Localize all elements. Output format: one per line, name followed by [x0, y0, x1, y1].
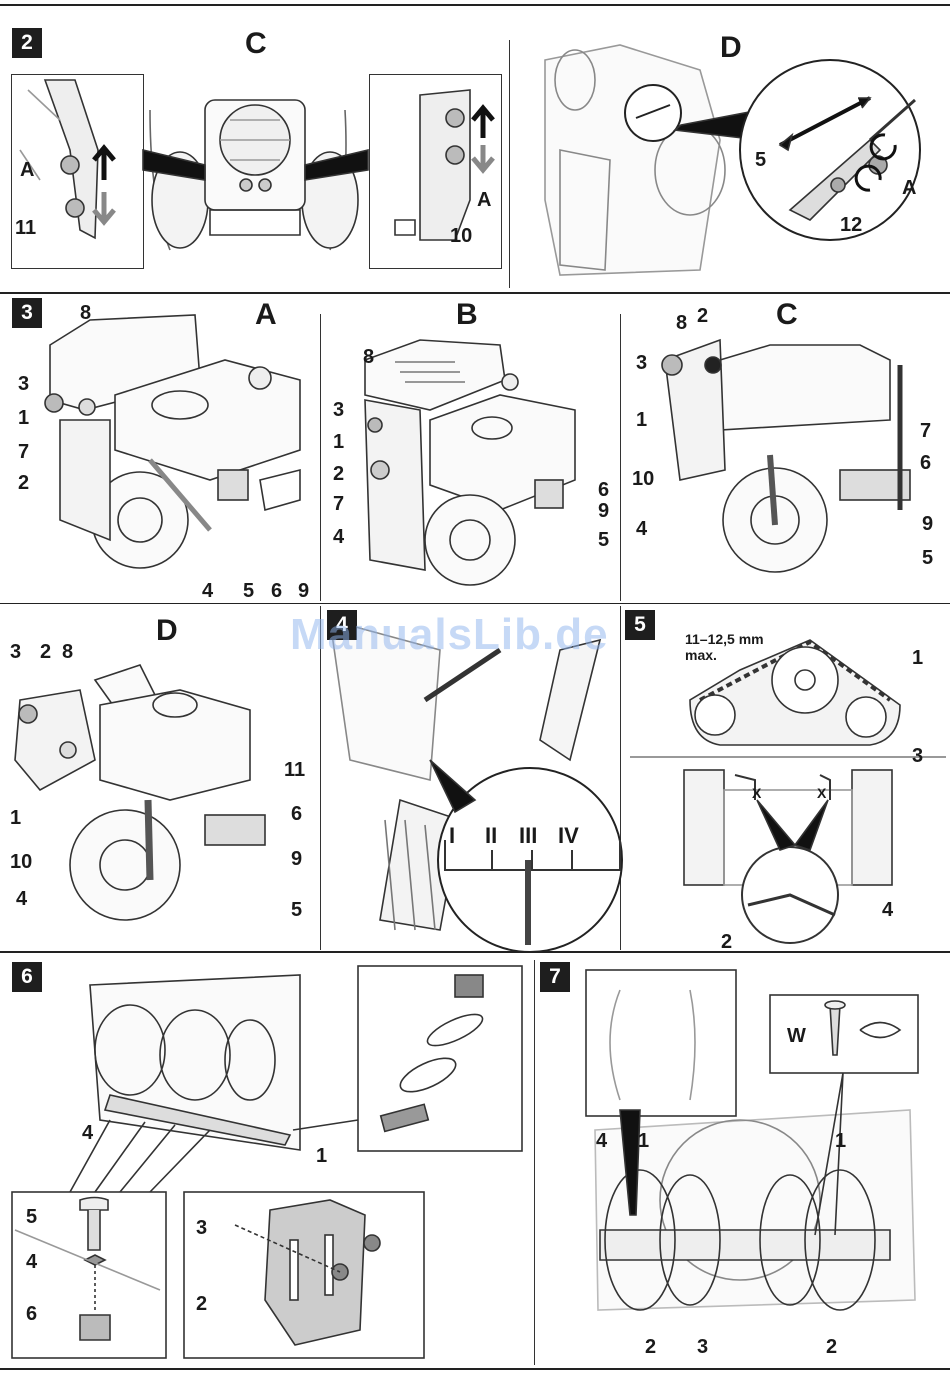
- callout-p5-2: 2: [721, 932, 732, 952]
- engine-d-label-3: 3: [10, 642, 21, 662]
- engine-c-label-10: 10: [632, 469, 654, 489]
- gear-iv: IV: [558, 826, 579, 846]
- engine-b-label-6: 6: [598, 480, 609, 500]
- engine-a-label-4: 4: [202, 581, 213, 601]
- engine-d-label-9: 9: [291, 849, 302, 869]
- callout-p7-3: 3: [697, 1337, 708, 1357]
- engine-c-label-3: 3: [636, 353, 647, 373]
- engine-b-label-5: 5: [598, 530, 609, 550]
- gear-ii: II: [485, 826, 497, 846]
- callout-p2-a-left: A: [20, 160, 34, 180]
- engine-c-label-1: 1: [636, 410, 647, 430]
- panel-3-badge: 3: [12, 298, 42, 328]
- callout-p7-w: W: [787, 1026, 806, 1046]
- engine-c-label-8: 8: [676, 313, 687, 333]
- callout-p6-3: 3: [196, 1218, 207, 1238]
- engine-a-label-8: 8: [80, 303, 91, 323]
- engine-a-title: A: [255, 298, 277, 332]
- engine-a-label-1: 1: [18, 408, 29, 428]
- callout-p7-1a: 1: [638, 1131, 649, 1151]
- engine-d-label-5: 5: [291, 900, 302, 920]
- callout-p2-5: 5: [755, 150, 766, 170]
- engine-b-label-7: 7: [333, 494, 344, 514]
- engine-a-label-7: 7: [18, 442, 29, 462]
- panel-5-badge: 5: [625, 610, 655, 640]
- engine-d-label-8: 8: [62, 642, 73, 662]
- engine-b-label-3: 3: [333, 400, 344, 420]
- engine-c-label-4: 4: [636, 519, 647, 539]
- engine-d-title: D: [156, 614, 178, 648]
- callout-p6-5: 5: [26, 1207, 37, 1227]
- engine-d-label-10: 10: [10, 852, 32, 872]
- callout-p7-2b: 2: [826, 1337, 837, 1357]
- engine-c-label-9: 9: [922, 514, 933, 534]
- callout-p7-1b: 1: [835, 1131, 846, 1151]
- callout-p7-4: 4: [596, 1131, 607, 1151]
- engine-b-label-9: 9: [598, 501, 609, 521]
- callout-p2-a-d: A: [902, 178, 916, 198]
- engine-b-label-4: 4: [333, 527, 344, 547]
- callout-p5-4: 4: [882, 900, 893, 920]
- engine-c-label-6: 6: [920, 453, 931, 473]
- engine-b-title: B: [456, 298, 478, 332]
- gear-iii: III: [519, 826, 537, 846]
- panel-6-badge: 6: [12, 962, 42, 992]
- engine-c-label-5: 5: [922, 548, 933, 568]
- engine-d-label-2: 2: [40, 642, 51, 662]
- engine-b-label-1: 1: [333, 432, 344, 452]
- callout-p2-10: 10: [450, 226, 472, 246]
- engine-a-label-3: 3: [18, 374, 29, 394]
- engine-a-label-9: 9: [298, 581, 309, 601]
- track-depth-max: max.: [685, 648, 717, 663]
- callout-p7-2a: 2: [645, 1337, 656, 1357]
- engine-d-label-1: 1: [10, 808, 21, 828]
- engine-d-label-11: 11: [284, 760, 305, 780]
- engine-a-label-2: 2: [18, 473, 29, 493]
- engine-b-label-2: 2: [333, 464, 344, 484]
- engine-d-label-4: 4: [16, 889, 27, 909]
- engine-c-title: C: [776, 298, 798, 332]
- callout-p5-3: 3: [912, 746, 923, 766]
- callout-p6-2: 2: [196, 1294, 207, 1314]
- engine-c-label-2: 2: [697, 306, 708, 326]
- engine-c-label-7: 7: [920, 421, 931, 441]
- callout-p5-x-left: X: [752, 786, 761, 801]
- callout-p5-1: 1: [912, 648, 923, 668]
- callout-p6-4b: 4: [26, 1252, 37, 1272]
- engine-a-label-5: 5: [243, 581, 254, 601]
- engine-b-label-8: 8: [363, 347, 374, 367]
- callout-p6-1: 1: [316, 1146, 327, 1166]
- callout-p5-x-right: X: [817, 786, 826, 801]
- callout-p6-6: 6: [26, 1304, 37, 1324]
- callout-p2-a-right: A: [477, 190, 491, 210]
- callout-p2-11: 11: [15, 218, 36, 238]
- track-depth-value: 11–12,5 mm: [685, 632, 764, 647]
- gear-i: I: [449, 826, 455, 846]
- watermark: ManualsLib.de: [290, 610, 609, 660]
- engine-a-label-6: 6: [271, 581, 282, 601]
- callout-p6-4a: 4: [82, 1123, 93, 1143]
- panel-7-badge: 7: [540, 962, 570, 992]
- callout-p2-12: 12: [840, 215, 862, 235]
- engine-d-label-6: 6: [291, 804, 302, 824]
